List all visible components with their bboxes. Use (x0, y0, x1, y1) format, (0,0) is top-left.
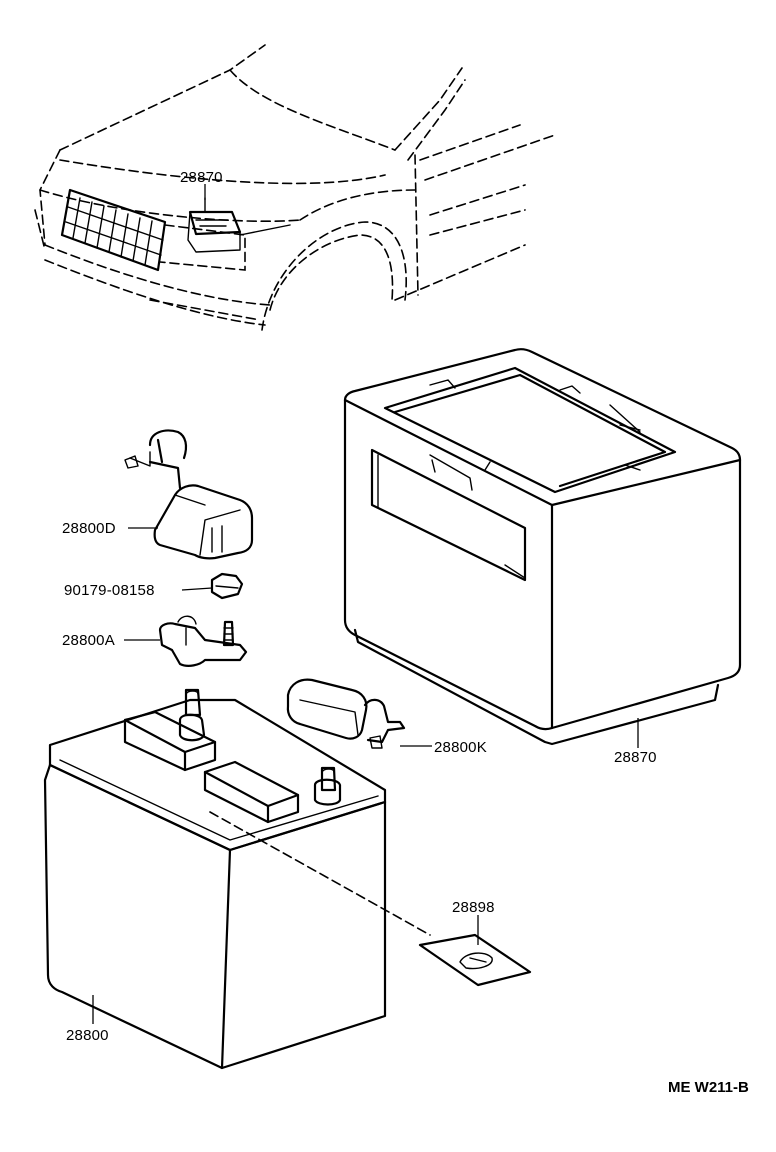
battery-tray (343, 348, 742, 746)
terminal-cover (124, 429, 254, 560)
label-caution-plate: 28898 (452, 899, 495, 916)
label-negative-cover: 28800K (434, 739, 487, 756)
leader-lines (92, 184, 639, 1024)
terminal-clamp (158, 615, 248, 667)
caution-plate (418, 933, 532, 987)
bolt (210, 572, 244, 600)
car-front-outline (34, 44, 556, 331)
label-terminal-cover: 28800D (62, 520, 116, 537)
diagram-code: ME W211-B (668, 1079, 749, 1096)
negative-cover (286, 678, 406, 749)
label-battery-tray: 28870 (614, 749, 657, 766)
label-terminal-clamp: 28800A (62, 632, 115, 649)
label-hold-down-top: 28870 (180, 169, 223, 186)
label-battery: 28800 (66, 1027, 109, 1044)
battery (43, 688, 431, 1070)
label-bolt: 90179-08158 (64, 582, 155, 599)
